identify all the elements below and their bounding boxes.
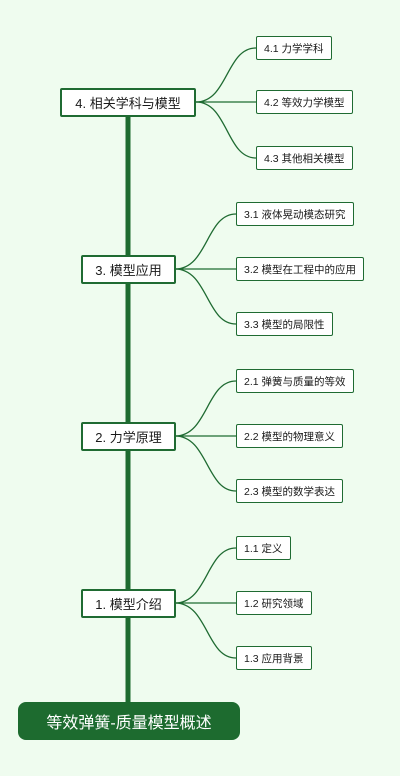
branch-2-links [174, 380, 237, 492]
leaf-node-1-1[interactable]: 1.1 定义 [236, 536, 291, 560]
leaf-node-4-2[interactable]: 4.2 等效力学模型 [256, 90, 353, 114]
branch-node-1[interactable]: 1. 模型介绍 [81, 589, 176, 618]
branch-4-links [195, 47, 257, 159]
leaf-node-2-1[interactable]: 2.1 弹簧与质量的等效 [236, 369, 354, 393]
branch-node-2[interactable]: 2. 力学原理 [81, 422, 176, 451]
branch-node-4[interactable]: 4. 相关学科与模型 [60, 88, 196, 117]
leaf-node-2-2[interactable]: 2.2 模型的物理意义 [236, 424, 344, 448]
leaf-node-3-1[interactable]: 3.1 液体晃动模态研究 [236, 202, 354, 226]
branch-3-links [174, 213, 237, 325]
branch-node-3[interactable]: 3. 模型应用 [81, 255, 176, 284]
root-node[interactable]: 等效弹簧-质量模型概述 [18, 702, 240, 740]
leaf-node-3-3[interactable]: 3.3 模型的局限性 [236, 312, 333, 336]
leaf-node-2-3[interactable]: 2.3 模型的数学表达 [236, 479, 344, 503]
leaf-node-1-2[interactable]: 1.2 研究领域 [236, 591, 312, 615]
leaf-node-3-2[interactable]: 3.2 模型在工程中的应用 [236, 257, 365, 281]
leaf-node-4-1[interactable]: 4.1 力学学科 [256, 36, 332, 60]
leaf-node-1-3[interactable]: 1.3 应用背景 [236, 646, 312, 670]
branch-1-links [174, 547, 237, 659]
leaf-node-4-3[interactable]: 4.3 其他相关模型 [256, 146, 353, 170]
